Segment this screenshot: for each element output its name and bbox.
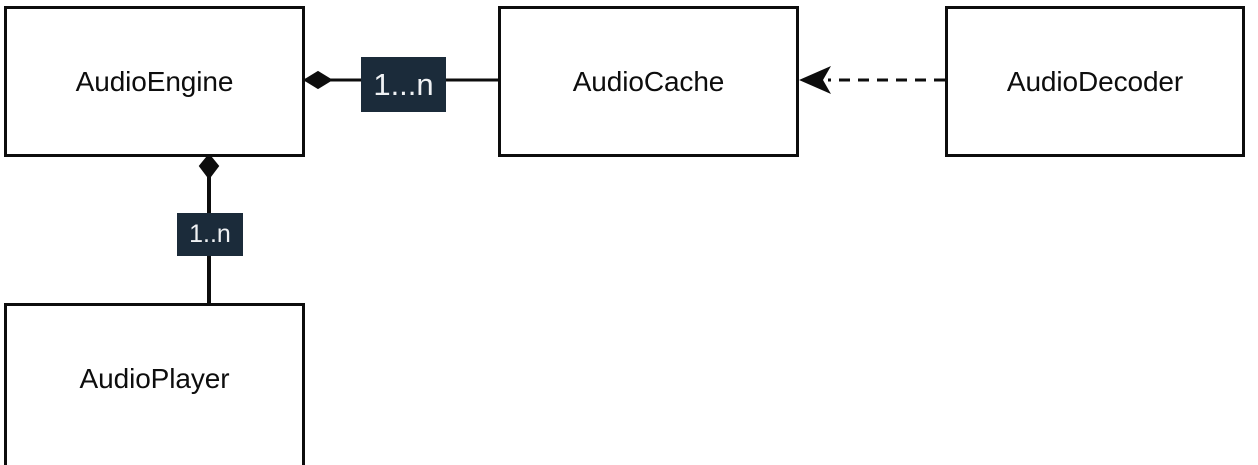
class-box-audiocache[interactable]: AudioCache bbox=[498, 6, 799, 157]
multiplicity-label-engine-player: 1..n bbox=[189, 220, 231, 248]
class-box-audioengine[interactable]: AudioEngine bbox=[4, 6, 305, 157]
dependency-arrowhead-decoder-cache-icon bbox=[799, 66, 831, 94]
class-name-audiocache: AudioCache bbox=[572, 65, 725, 97]
multiplicity-badge-engine-cache[interactable]: 1...n bbox=[361, 57, 446, 112]
composition-diamond-engine-cache-icon bbox=[303, 70, 333, 90]
class-name-audioplayer: AudioPlayer bbox=[79, 363, 230, 394]
class-name-audiodecoder: AudioDecoder bbox=[1006, 65, 1184, 97]
class-name-audioengine: AudioEngine bbox=[75, 65, 234, 97]
composition-diamond-engine-player-icon bbox=[198, 153, 220, 180]
multiplicity-badge-engine-player[interactable]: 1..n bbox=[177, 213, 243, 256]
class-box-audioplayer[interactable]: AudioPlayer bbox=[4, 303, 305, 465]
multiplicity-label-engine-cache: 1...n bbox=[373, 67, 434, 102]
class-box-audiodecoder[interactable]: AudioDecoder bbox=[945, 6, 1245, 157]
